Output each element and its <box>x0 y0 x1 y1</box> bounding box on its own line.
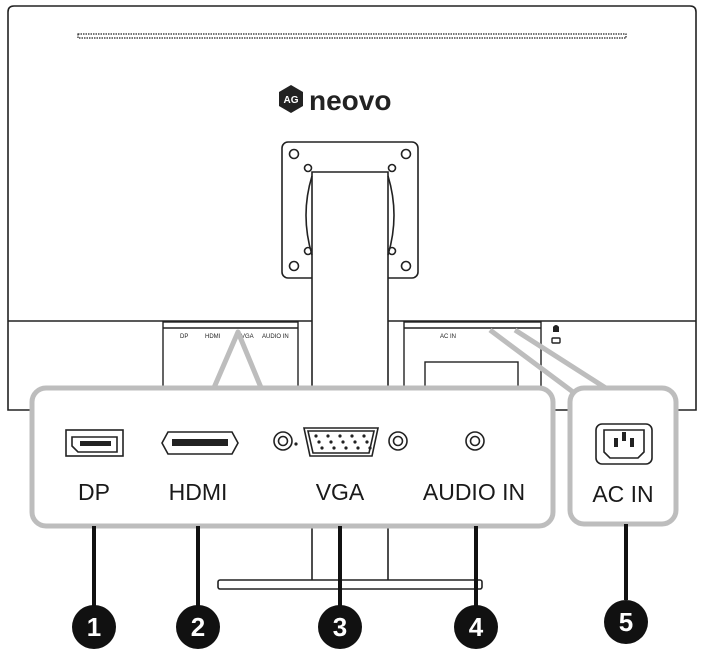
badge-3-number: 3 <box>333 612 347 642</box>
lock-slot-icon <box>551 337 561 344</box>
badge-2 <box>176 605 220 649</box>
vga-pin <box>344 446 348 450</box>
port-label-audio-in: AUDIO IN <box>423 479 525 505</box>
vga-pin <box>332 446 336 450</box>
panel-tag-ac: AC IN <box>440 334 456 340</box>
badge-5 <box>604 600 648 644</box>
badge-1-number: 1 <box>87 612 101 642</box>
logo-mark-text: AG <box>284 95 299 106</box>
badge-4-number: 4 <box>469 612 484 642</box>
number-badges: 1 2 3 4 5 <box>72 600 648 649</box>
leader-lines <box>92 524 628 606</box>
brand-logo: AG neovo <box>279 85 391 116</box>
callout-pointers <box>210 327 614 395</box>
panel-tag-audio: AUDIO IN <box>262 334 289 340</box>
badge-1 <box>72 605 116 649</box>
vga-pin <box>368 446 372 450</box>
vga-pins <box>314 434 372 450</box>
screw-hole-icon <box>400 148 412 160</box>
vga-pin <box>362 434 366 438</box>
vga-pin <box>356 446 360 450</box>
vga-pin <box>326 434 330 438</box>
port-label-hdmi: HDMI <box>169 479 228 505</box>
vga-pin <box>338 434 342 438</box>
callout-box-main <box>29 385 556 529</box>
vga-port-icon <box>273 427 408 457</box>
vga-pin <box>317 440 321 444</box>
callout-box-ac <box>567 385 679 527</box>
badge-4 <box>454 605 498 649</box>
audio-jack-icon <box>465 431 485 451</box>
vga-pin <box>350 434 354 438</box>
panel-tag-dp: DP <box>180 334 188 340</box>
stand-base <box>217 579 483 590</box>
vga-pin <box>353 440 357 444</box>
brand-name: neovo <box>309 85 391 116</box>
badge-5-number: 5 <box>619 607 633 637</box>
screw-hole-icon <box>303 163 313 173</box>
vga-pin <box>314 434 318 438</box>
port-label-ac-in: AC IN <box>592 481 653 507</box>
panel-tag-vga: VGA <box>241 334 254 340</box>
vga-pin <box>320 446 324 450</box>
logo-mark-icon <box>279 85 303 113</box>
dp-port-icon <box>65 429 124 457</box>
vga-pin <box>365 440 369 444</box>
badge-3 <box>318 605 362 649</box>
hdmi-port-icon <box>161 431 239 455</box>
lock-icon <box>553 325 559 332</box>
io-bay-right: AC IN <box>403 321 561 389</box>
screw-hole-icon <box>288 260 300 272</box>
vent-strip <box>77 33 627 39</box>
vga-pin <box>341 440 345 444</box>
panel-tag-hdmi: HDMI <box>205 334 221 340</box>
ac-inlet-icon <box>595 423 653 465</box>
screw-hole-icon <box>400 260 412 272</box>
screw-hole-icon <box>387 163 397 173</box>
screw-hole-icon <box>288 148 300 160</box>
port-label-dp: DP <box>78 479 110 505</box>
port-label-vga: VGA <box>316 479 365 505</box>
badge-2-number: 2 <box>191 612 205 642</box>
vga-pin <box>329 440 333 444</box>
